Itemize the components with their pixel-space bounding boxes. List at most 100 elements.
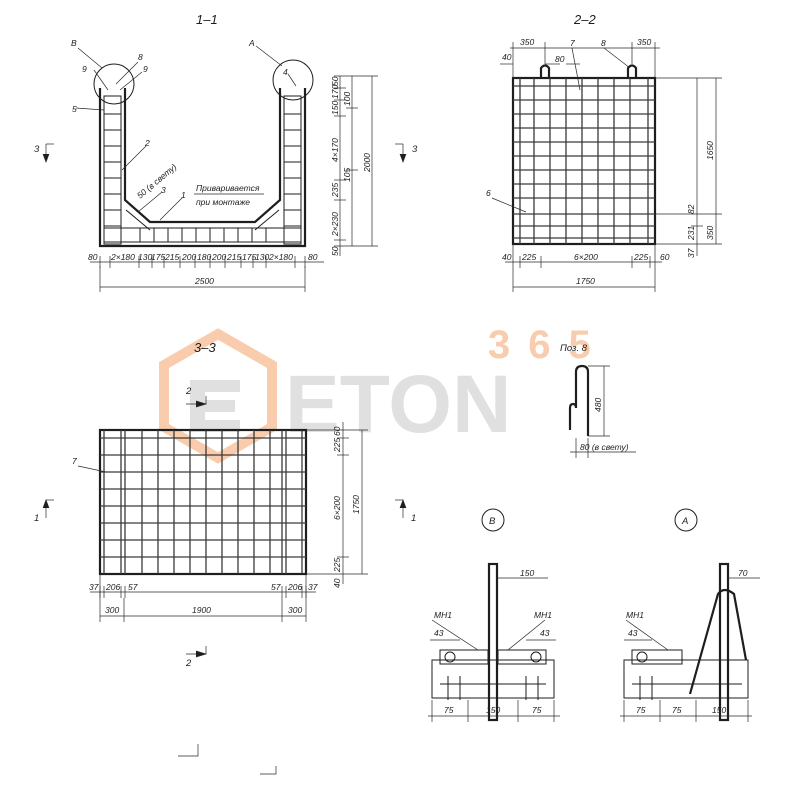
cut-mark-2-bottom xyxy=(186,646,208,658)
s22-dim-6x200: 6×200 xyxy=(574,252,598,262)
s22-rdim-1650: 1650 xyxy=(705,141,715,160)
callout-5: 5 xyxy=(72,104,77,114)
s11-right-dims: 50 170 100 150 4×170 105 235 2×230 50 20… xyxy=(330,76,372,256)
detail-a-bottom-ticks xyxy=(623,700,749,722)
section-1-1-outline xyxy=(98,88,307,248)
section-2-2: 2–2 350 80 350 40 xyxy=(486,12,722,292)
s11-rdim-170: 170 xyxy=(330,85,340,99)
pos-8-dim-480: 480 xyxy=(593,398,603,412)
detail-b-dim-75-left: 75 xyxy=(444,705,454,715)
section-1-1-bottom-cage xyxy=(104,209,301,243)
pos-8-dim-80-gap: 80 (в свету) xyxy=(580,442,629,452)
s11-rdim-105: 105 xyxy=(342,168,352,182)
stray-marks xyxy=(178,744,277,775)
detail-b-bottom-ticks xyxy=(431,700,555,722)
detail-a-bars xyxy=(632,651,742,700)
s22-bottom-dim-ticks xyxy=(512,244,656,292)
s22-callout-6: 6 xyxy=(486,188,491,198)
detail-a-brace xyxy=(688,588,748,695)
detail-a-dim-75-left: 75 xyxy=(636,705,646,715)
detail-b-mesh-right: МН1 xyxy=(534,610,552,620)
s22-rdim-37: 37 xyxy=(686,248,696,258)
cut-label-1-left: 1 xyxy=(34,513,39,524)
section-2-2-hook-left xyxy=(539,64,551,78)
s33-dim-300-left: 300 xyxy=(105,605,119,615)
s11-dim-130-right: 130 xyxy=(255,252,269,262)
s22-top-dim-80: 80 xyxy=(555,54,565,64)
detail-a-mesh: МН1 xyxy=(626,610,644,620)
detail-b-plate-left xyxy=(439,649,489,665)
s11-rdim-50-bottom: 50 xyxy=(330,246,340,256)
s22-top-dim-350-left: 350 xyxy=(520,37,534,47)
cut-mark-1-right xyxy=(395,499,407,518)
s22-callout-7: 7 xyxy=(570,38,575,48)
s11-dim-175-right: 175 xyxy=(242,252,256,262)
callout-4: 4 xyxy=(283,67,288,77)
note-welded: Приваривается xyxy=(196,183,260,193)
cut-label-3-right: 3 xyxy=(412,144,418,155)
section-1-1-title: 1–1 xyxy=(196,12,218,27)
detail-b-label: В xyxy=(489,516,496,527)
pos-8-title: Поз. 8 xyxy=(560,343,588,354)
s33-rdim-225-bottom: 225 xyxy=(332,558,342,573)
detail-a-dim-150: 150 xyxy=(712,705,726,715)
watermark-number: 365 xyxy=(488,323,609,367)
detail-b-dim-150-bottom: 150 xyxy=(486,705,500,715)
detail-b-post xyxy=(487,562,499,722)
cut-mark-3-right xyxy=(395,143,407,163)
s33-rdim-6x200: 6×200 xyxy=(332,496,342,520)
section-1-1-left-wall-cage xyxy=(103,95,122,245)
callout-3: 3 xyxy=(161,185,166,195)
s33-height-1750: 1750 xyxy=(351,495,361,514)
detail-b-leaders xyxy=(430,577,556,651)
s22-rdim-82: 82 xyxy=(686,204,696,214)
detail-b-bars xyxy=(440,651,546,700)
s22-top-dim-ticks xyxy=(512,42,656,78)
s22-callout-8: 8 xyxy=(601,38,606,48)
s33-callout-7-leader xyxy=(77,465,107,473)
detail-a-dim-43: 43 xyxy=(628,628,638,638)
detail-a-leaders xyxy=(624,577,760,651)
s11-dim-200-left: 200 xyxy=(181,252,196,262)
s11-total-width: 2500 xyxy=(194,276,214,286)
detail-a-base xyxy=(623,659,749,699)
s33-dim-57-left: 57 xyxy=(128,582,138,592)
detail-a-label-circle xyxy=(674,508,698,532)
watermark-logo-icon xyxy=(159,328,277,464)
s11-bottom-dims: 80 2×180 130 175 215 200 180 200 215 175… xyxy=(88,252,318,262)
detail-circle-a xyxy=(272,59,314,101)
detail-a-plate xyxy=(631,649,683,665)
s11-height-2000: 2000 xyxy=(362,153,372,173)
pos-8-hook-shape xyxy=(568,364,590,436)
s11-rdim-50-top: 50 xyxy=(330,76,340,86)
s11-rdim-235: 235 xyxy=(330,183,340,198)
s22-dim-40: 40 xyxy=(502,252,512,262)
detail-b-dim-150-top: 150 xyxy=(520,568,534,578)
section-3-3-mesh xyxy=(100,430,306,574)
cut-label-3-left: 3 xyxy=(34,144,40,155)
s22-top-dim-350-right: 350 xyxy=(637,37,651,47)
s11-dim-200-right: 200 xyxy=(211,252,226,262)
s33-dim-37-right: 37 xyxy=(308,582,318,592)
section-1-1: 1–1 xyxy=(34,12,418,292)
s11-dim-180-mid: 180 xyxy=(197,252,211,262)
s11-rdim-2x230: 2×230 xyxy=(330,212,340,237)
section-2-2-title: 2–2 xyxy=(573,12,596,27)
s22-top-dim-40: 40 xyxy=(502,52,512,62)
s33-dim-206-right: 206 xyxy=(287,582,302,592)
cut-label-1-right: 1 xyxy=(411,513,416,524)
section-3-3: 3–3 7 60 225 6×200 225 40 xyxy=(34,340,416,669)
section-1-1-right-wall-cage xyxy=(283,95,302,245)
callout-9a: 9 xyxy=(82,64,87,74)
s11-dim-2x180-left: 2×180 xyxy=(110,252,135,262)
callout-9b: 9 xyxy=(143,64,148,74)
s11-rdim-100: 100 xyxy=(342,92,352,106)
s11-right-dim-ticks xyxy=(334,75,378,247)
detail-a-dim-70: 70 xyxy=(738,568,748,578)
s33-dim-1900: 1900 xyxy=(192,605,211,615)
s33-rdim-40: 40 xyxy=(332,578,342,588)
detail-b-dim-75-right: 75 xyxy=(532,705,542,715)
cut-label-2-bottom: 2 xyxy=(185,658,192,669)
s11-dim-80-right: 80 xyxy=(308,252,318,262)
